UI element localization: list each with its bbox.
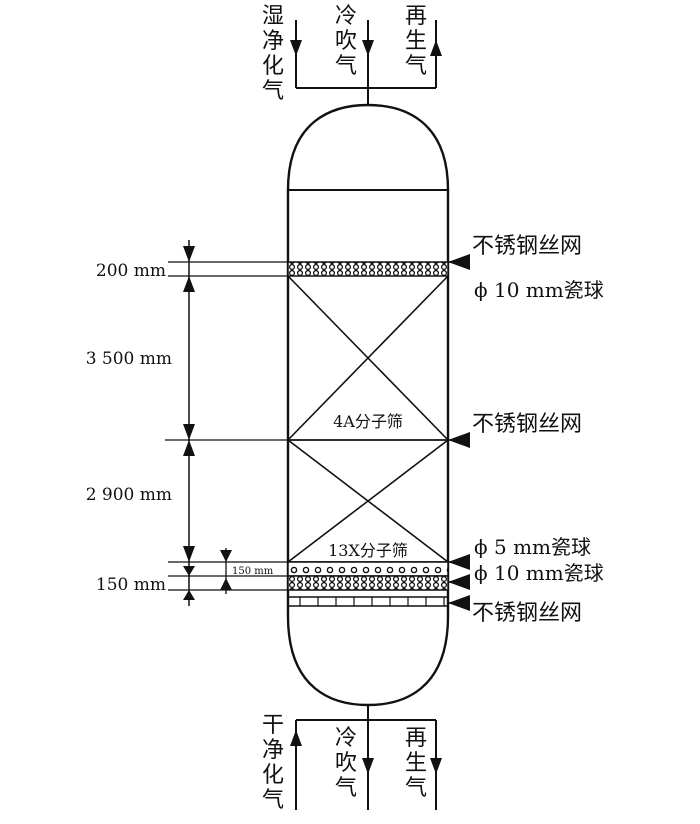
dimension-200mm: 200 mm [96, 261, 166, 281]
10mm-ceramic-ball-layer [287, 575, 449, 591]
callout-arrows [448, 254, 470, 611]
arrow-down-icon [362, 758, 374, 774]
4a-molecular-sieve-bed [287, 275, 449, 441]
bottom-pipe-label-regen-gas: 再 生 气 [405, 726, 427, 801]
callout-balls-5mm: ϕ 5 mm瓷球 [474, 535, 591, 559]
svg-text:气: 气 [335, 54, 357, 79]
top-piping [290, 20, 442, 105]
dimension-2900mm: 2 900 mm [86, 485, 172, 505]
svg-text:气: 气 [262, 79, 284, 104]
svg-text:净: 净 [262, 29, 284, 54]
bottom-piping [290, 705, 442, 810]
svg-text:吹: 吹 [335, 751, 357, 776]
dimension-150mm: 150 mm [96, 575, 166, 595]
callout-mesh-top: 不锈钢丝网 [472, 234, 582, 259]
bottom-pipe-label-cold-blow-gas: 冷 吹 气 [335, 726, 357, 801]
svg-text:气: 气 [405, 54, 427, 79]
top-pipe-label-cold-blow-gas: 冷 吹 气 [335, 4, 357, 79]
top-pipe-label-wet-gas: 湿 净 化 气 [262, 4, 284, 104]
svg-text:冷: 冷 [335, 726, 357, 751]
svg-text:气: 气 [262, 788, 284, 813]
arrow-up-icon [430, 40, 442, 56]
svg-text:净: 净 [262, 738, 284, 763]
top-ceramic-ball-layer [287, 261, 449, 277]
callout-mesh-middle: 不锈钢丝网 [472, 412, 582, 437]
svg-text:再: 再 [405, 726, 427, 751]
callout-balls-10mm: ϕ 10 mm瓷球 [474, 561, 604, 585]
5mm-ceramic-ball-layer [287, 561, 449, 577]
arrow-down-icon [430, 758, 442, 774]
svg-text:化: 化 [262, 763, 284, 788]
arrow-down-icon [362, 40, 374, 56]
svg-text:干: 干 [262, 713, 284, 738]
callout-mesh-bottom: 不锈钢丝网 [472, 601, 582, 626]
arrow-up-icon [290, 730, 302, 746]
arrow-down-icon [290, 40, 302, 56]
dimension-3500mm: 3 500 mm [86, 349, 172, 369]
svg-text:湿: 湿 [262, 4, 284, 29]
svg-text:气: 气 [405, 776, 427, 801]
svg-text:化: 化 [262, 54, 284, 79]
dimension-lines [165, 240, 288, 606]
vessel-shell [286, 103, 450, 707]
svg-text:生: 生 [405, 29, 427, 54]
svg-text:冷: 冷 [335, 4, 357, 29]
bed-label-13x: 13X分子筛 [328, 541, 408, 560]
top-pipe-label-regen-gas: 再 生 气 [405, 4, 427, 79]
bed-label-4a: 4A分子筛 [333, 412, 403, 431]
svg-text:气: 气 [335, 776, 357, 801]
dimension-150mm-small: 150 mm [232, 566, 274, 577]
callout-balls-top: ϕ 10 mm瓷球 [474, 278, 604, 302]
svg-text:吹: 吹 [335, 29, 357, 54]
svg-text:再: 再 [405, 4, 427, 29]
svg-text:生: 生 [405, 751, 427, 776]
bottom-pipe-label-dry-gas: 干 净 化 气 [262, 713, 284, 813]
support-grid [288, 596, 448, 607]
